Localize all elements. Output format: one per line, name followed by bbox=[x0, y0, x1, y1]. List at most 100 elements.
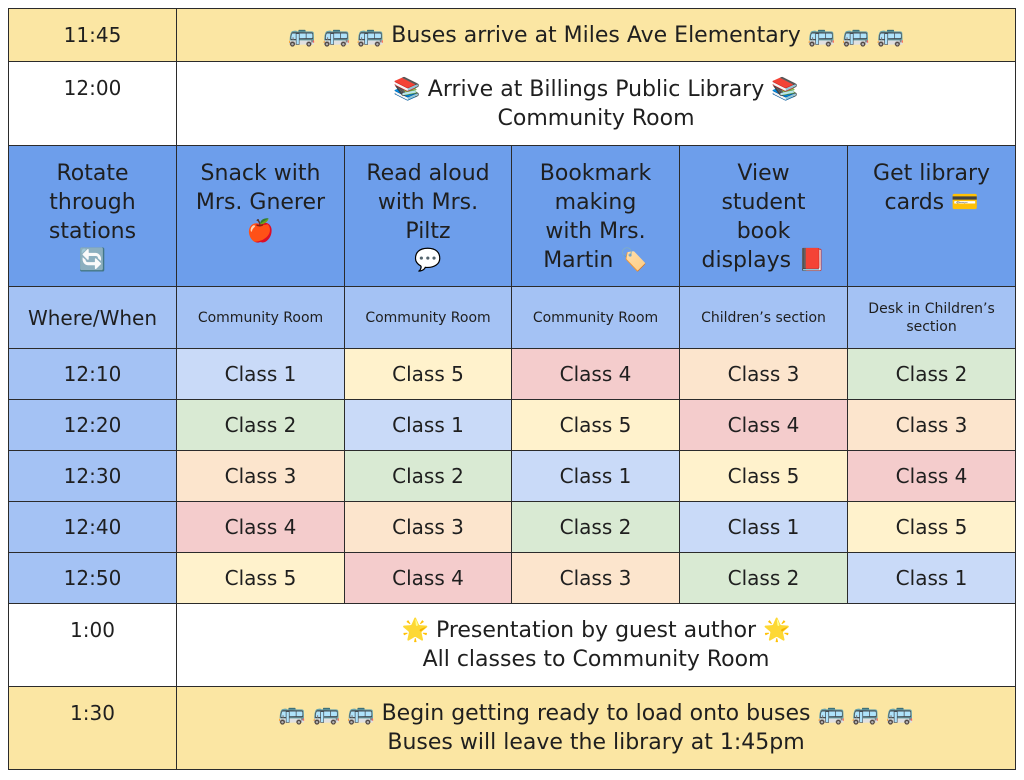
rotation-row: 12:50 Class 5 Class 4 Class 3 Class 2 Cl… bbox=[8, 552, 1017, 604]
class-cell: Class 4 bbox=[846, 450, 1017, 502]
class-cell: Class 2 bbox=[511, 501, 680, 553]
where-when-label: Where/When bbox=[8, 286, 177, 349]
class-cell: Class 4 bbox=[679, 399, 848, 451]
schedule-row-depart: 1:30 🚌 🚌 🚌 Begin getting ready to load o… bbox=[8, 686, 1017, 770]
rotation-time: 12:50 bbox=[8, 552, 177, 604]
event-subtext: All classes to Community Room bbox=[422, 647, 770, 672]
class-cell: Class 1 bbox=[176, 348, 345, 400]
event-text: Presentation by guest author bbox=[435, 618, 757, 643]
locations-row: Where/When Community Room Community Room… bbox=[8, 286, 1017, 349]
station-location: Desk in Children’s section bbox=[846, 286, 1017, 349]
books-icon: 📚 bbox=[771, 76, 799, 102]
time-cell: 11:45 bbox=[8, 8, 177, 62]
station-location: Children’s section bbox=[679, 286, 848, 349]
schedule-row-presentation: 1:00 🌟 Presentation by guest author 🌟 Al… bbox=[8, 603, 1017, 687]
class-cell: Class 1 bbox=[679, 501, 848, 553]
station-title-text: with Mrs. bbox=[545, 219, 646, 244]
class-cell: Class 3 bbox=[511, 552, 680, 604]
rotation-row: 12:20 Class 2 Class 1 Class 5 Class 4 Cl… bbox=[8, 399, 1017, 451]
time-cell: 1:00 bbox=[8, 603, 177, 687]
class-cell: Class 3 bbox=[176, 450, 345, 502]
event-subtext: Buses will leave the library at 1:45pm bbox=[387, 730, 805, 755]
rotate-icon: 🔄 bbox=[78, 248, 107, 273]
station-header-snack: Snack with Mrs. Gnerer 🍎 bbox=[176, 145, 345, 287]
class-cell: Class 4 bbox=[176, 501, 345, 553]
class-cell: Class 1 bbox=[511, 450, 680, 502]
class-cell: Class 1 bbox=[846, 552, 1017, 604]
time-cell: 1:30 bbox=[8, 686, 177, 770]
class-cell: Class 3 bbox=[344, 501, 512, 553]
red-book-icon: 📕 bbox=[798, 248, 826, 273]
class-cell: Class 4 bbox=[344, 552, 512, 604]
event-text: Buses arrive at Miles Ave Elementary bbox=[391, 22, 801, 48]
class-cell: Class 3 bbox=[679, 348, 848, 400]
class-cell: Class 5 bbox=[846, 501, 1017, 553]
rotate-header-cell: Rotate through stations 🔄 bbox=[8, 145, 177, 287]
event-cell: 🚌 🚌 🚌 Buses arrive at Miles Ave Elementa… bbox=[175, 8, 1017, 62]
station-header-bookmark: Bookmark making with Mrs. Martin 🏷️ bbox=[511, 145, 680, 287]
time-cell: 12:00 bbox=[8, 61, 177, 146]
rotation-row: 12:40 Class 4 Class 3 Class 2 Class 1 Cl… bbox=[8, 501, 1017, 553]
class-cell: Class 1 bbox=[344, 399, 512, 451]
field-trip-schedule-table: 11:45 🚌 🚌 🚌 Buses arrive at Miles Ave El… bbox=[8, 8, 1017, 770]
rotation-time: 12:30 bbox=[8, 450, 177, 502]
class-cell: Class 5 bbox=[511, 399, 680, 451]
station-location: Community Room bbox=[511, 286, 680, 349]
tag-icon: 🏷️ bbox=[620, 248, 648, 273]
station-location: Community Room bbox=[176, 286, 345, 349]
station-title-text: Martin bbox=[543, 248, 614, 273]
rotate-header-text: stations bbox=[48, 219, 137, 244]
event-cell: 🚌 🚌 🚌 Begin getting ready to load onto b… bbox=[175, 686, 1017, 770]
books-icon: 📚 bbox=[393, 76, 421, 102]
class-cell: Class 2 bbox=[846, 348, 1017, 400]
station-title-text: displays bbox=[701, 248, 792, 273]
class-cell: Class 5 bbox=[344, 348, 512, 400]
rotation-row: 12:30 Class 3 Class 2 Class 1 Class 5 Cl… bbox=[8, 450, 1017, 502]
star-icon: 🌟 bbox=[401, 618, 429, 643]
stations-header-row: Rotate through stations 🔄 Snack with Mrs… bbox=[8, 145, 1017, 287]
rotation-row: 12:10 Class 1 Class 5 Class 4 Class 3 Cl… bbox=[8, 348, 1017, 400]
station-header-book-displays: View student book displays 📕 bbox=[679, 145, 848, 287]
station-title-text: Snack with bbox=[200, 161, 321, 186]
class-cell: Class 3 bbox=[846, 399, 1017, 451]
event-subtext: Community Room bbox=[497, 105, 695, 131]
station-title-line: cards 💳 bbox=[848, 188, 1015, 217]
station-title-text: book bbox=[736, 219, 791, 244]
event-text: Begin getting ready to load onto buses bbox=[381, 701, 811, 726]
class-cell: Class 2 bbox=[344, 450, 512, 502]
station-title-line: displays 📕 bbox=[680, 246, 847, 275]
rotation-time: 12:10 bbox=[8, 348, 177, 400]
station-title-text: Get library bbox=[873, 161, 991, 186]
bus-icons: 🚌 🚌 🚌 bbox=[817, 701, 914, 726]
rotate-header-text: through bbox=[49, 190, 136, 215]
station-title-text: Piltz bbox=[405, 219, 451, 244]
bus-icons: 🚌 🚌 🚌 bbox=[278, 701, 375, 726]
event-cell: 🌟 Presentation by guest author 🌟 All cla… bbox=[175, 603, 1017, 687]
event-text: Arrive at Billings Public Library bbox=[427, 76, 765, 102]
station-header-library-cards: Get library cards 💳 bbox=[846, 145, 1017, 287]
class-cell: Class 2 bbox=[679, 552, 848, 604]
speech-bubble-icon: 💬 bbox=[414, 248, 442, 273]
rotation-time: 12:20 bbox=[8, 399, 177, 451]
star-icon: 🌟 bbox=[763, 618, 791, 643]
station-title-line: Martin 🏷️ bbox=[512, 246, 679, 275]
station-title-text: Mrs. Gnerer bbox=[195, 190, 326, 215]
station-title-text: View bbox=[737, 161, 790, 186]
card-icon: 💳 bbox=[951, 190, 979, 215]
station-title-text: Read aloud bbox=[366, 161, 490, 186]
class-cell: Class 5 bbox=[679, 450, 848, 502]
schedule-row-arrive-buses: 11:45 🚌 🚌 🚌 Buses arrive at Miles Ave El… bbox=[8, 8, 1017, 62]
rotation-time: 12:40 bbox=[8, 501, 177, 553]
station-header-read-aloud: Read aloud with Mrs. Piltz 💬 bbox=[344, 145, 512, 287]
class-cell: Class 5 bbox=[176, 552, 345, 604]
class-cell: Class 2 bbox=[176, 399, 345, 451]
station-title-text: Bookmark bbox=[539, 161, 652, 186]
schedule-row-arrive-library: 12:00 📚 Arrive at Billings Public Librar… bbox=[8, 61, 1017, 146]
rotate-header-text: Rotate bbox=[56, 161, 129, 186]
station-location: Community Room bbox=[344, 286, 512, 349]
station-title-text: making bbox=[554, 190, 637, 215]
bus-icons: 🚌 🚌 🚌 bbox=[807, 22, 904, 48]
station-title-text: with Mrs. bbox=[377, 190, 479, 215]
station-title-text: cards bbox=[884, 190, 945, 215]
station-title-text: student bbox=[721, 190, 806, 215]
